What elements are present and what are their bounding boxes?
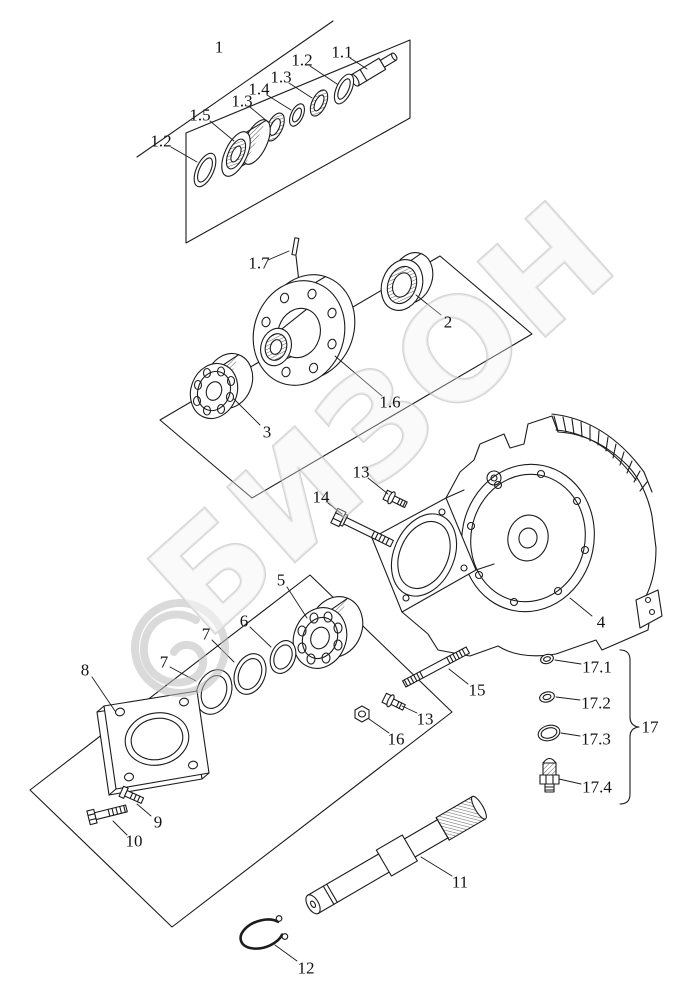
part-15-stud <box>402 646 470 688</box>
group-box-assembly-1 <box>136 20 411 244</box>
part-label-3: 3 <box>262 422 272 442</box>
part-label-6: 6 <box>239 611 249 631</box>
part-label-17: 17 <box>641 717 659 737</box>
part-12-circlip <box>239 915 289 950</box>
part-1-3-bearing-ring-a <box>309 89 329 117</box>
part-1-2-seal-ring-b <box>193 152 217 188</box>
watermark-logo-icon <box>131 599 229 697</box>
part-label-8: 8 <box>80 660 90 680</box>
part-6-ring <box>269 640 297 674</box>
part-3-bearing <box>189 352 254 420</box>
part-1-4-ring <box>289 103 305 127</box>
part-17-4-breather-plug <box>539 757 560 793</box>
part-1-2-seal-ring-a <box>333 73 355 105</box>
part-label-10: 10 <box>125 831 143 851</box>
part-label-1-5: 1.5 <box>189 105 211 125</box>
part-label-9: 9 <box>153 812 163 832</box>
part-4-gearbox-housing <box>371 413 663 657</box>
part-label-1-2b: 1.2 <box>150 131 172 151</box>
brace-17 <box>619 649 640 805</box>
part-label-17-2: 17.2 <box>581 693 611 713</box>
leader-lines <box>91 57 593 962</box>
part-label-17-1: 17.1 <box>582 657 612 677</box>
part-label-1-3b: 1.3 <box>231 91 253 111</box>
part-17-1-washer <box>540 653 554 665</box>
part-label-13a: 13 <box>352 462 370 482</box>
part-10-bolt <box>86 804 128 826</box>
part-1-6-flange <box>252 274 356 386</box>
part-label-14: 14 <box>312 487 330 507</box>
part-11-shaft <box>305 795 487 915</box>
part-9-stud <box>118 785 145 804</box>
part-5-bearing <box>292 596 364 669</box>
part-17-2-washer <box>539 691 555 703</box>
part-label-1-2a: 1.2 <box>291 50 313 70</box>
part-label-1: 1 <box>214 37 224 57</box>
part-label-13b: 13 <box>416 709 434 729</box>
part-7-ring-a <box>233 653 267 695</box>
part-13-bolt-bottom <box>381 692 406 711</box>
part-label-2: 2 <box>443 312 453 332</box>
part-13-bolt-top <box>382 489 408 509</box>
part-label-7a: 7 <box>201 624 211 644</box>
part-label-1-4: 1.4 <box>248 79 270 99</box>
part-16-nut <box>354 705 370 723</box>
part-label-1-3a: 1.3 <box>270 67 292 87</box>
part-8-flange-plate <box>96 690 210 796</box>
part-label-16: 16 <box>387 729 405 749</box>
part-label-1-1: 1.1 <box>331 42 353 62</box>
part-label-17-3: 17.3 <box>581 729 611 749</box>
part-label-5: 5 <box>276 570 286 590</box>
part-1-1-shaft-piece <box>350 52 398 87</box>
group-box-bottom <box>29 574 453 928</box>
part-label-1-6: 1.6 <box>379 392 401 412</box>
part-label-11: 11 <box>451 872 469 892</box>
part-1-7-pin <box>291 237 300 283</box>
part-label-15: 15 <box>468 680 486 700</box>
part-label-12: 12 <box>297 958 315 978</box>
part-17-3-oring <box>537 724 561 742</box>
watermark-logo-swirl-icon <box>139 610 208 687</box>
part-label-4: 4 <box>596 612 606 632</box>
part-label-1-7: 1.7 <box>248 253 270 273</box>
part-label-17-4: 17.4 <box>582 777 612 797</box>
part-14-bolt <box>330 507 394 548</box>
part-1-5-gear <box>221 119 271 177</box>
part-2-seal <box>380 252 434 311</box>
part-label-7b: 7 <box>159 652 169 672</box>
